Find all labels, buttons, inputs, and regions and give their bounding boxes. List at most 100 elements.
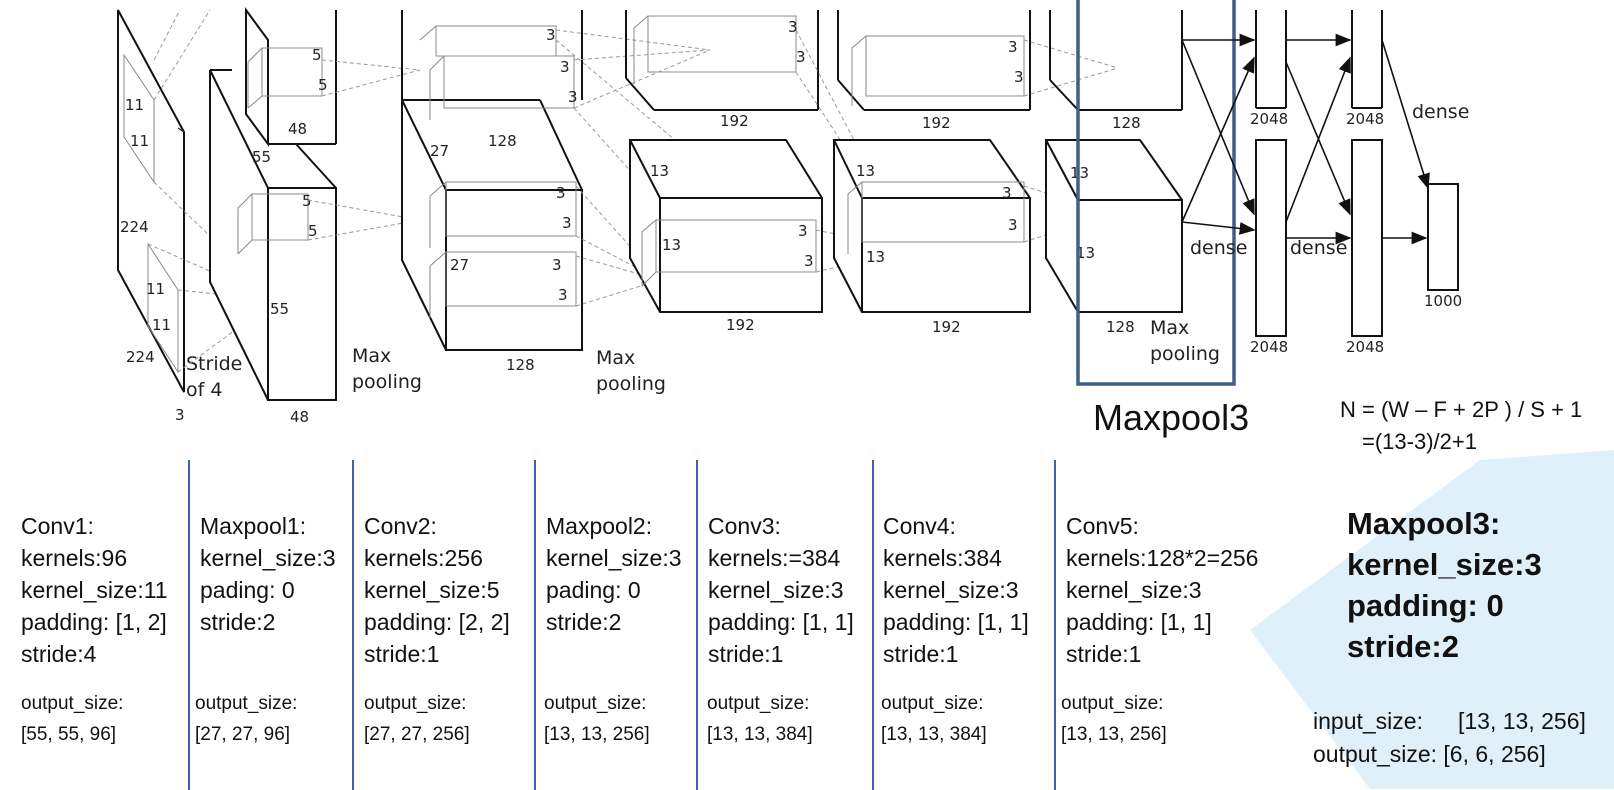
output-value: [13, 13, 384] bbox=[707, 724, 813, 745]
param-line: kernels:96 bbox=[21, 545, 128, 571]
pool3-label: pooling bbox=[1150, 343, 1220, 365]
pool1-label: Max bbox=[352, 345, 391, 367]
conv1-output: output_size: [55, 55, 96] bbox=[21, 688, 123, 750]
output-value: [13, 13, 384] bbox=[881, 724, 987, 745]
conv2-kernel-label: 3 bbox=[560, 58, 570, 76]
param-line: stride:1 bbox=[883, 641, 959, 667]
param-line: padding: [2, 2] bbox=[364, 609, 510, 635]
param-line: Maxpool1: bbox=[200, 513, 307, 539]
param-line: kernel_size:3 bbox=[1066, 577, 1202, 603]
input-kernel-label: 11 bbox=[146, 280, 165, 298]
param-line: padding: [1, 1] bbox=[1066, 609, 1212, 635]
input-kernel-label: 11 bbox=[152, 316, 171, 334]
param-line: kernel_size:3 bbox=[708, 577, 844, 603]
input-label: input_size: bbox=[1313, 708, 1423, 734]
output-value: [13, 13, 256] bbox=[1061, 724, 1167, 745]
output-label: output_size: bbox=[1061, 693, 1164, 714]
column-divider bbox=[352, 460, 354, 790]
output-label: output_size: bbox=[544, 693, 647, 714]
column-divider bbox=[188, 460, 190, 790]
output-label: output_size: bbox=[364, 693, 467, 714]
conv2-kernel-label: 3 bbox=[556, 184, 566, 202]
conv3-depth-label: 192 bbox=[720, 112, 749, 130]
conv2-height-label: 27 bbox=[430, 142, 449, 160]
param-line: kernel_size:3 bbox=[546, 545, 682, 571]
param-line: padding: [1, 1] bbox=[708, 609, 854, 635]
param-line: kernel_size:11 bbox=[21, 577, 168, 603]
conv1-kernel-label: 5 bbox=[308, 222, 318, 240]
param-line: Conv5: bbox=[1066, 513, 1139, 539]
conv4-kernel-label: 3 bbox=[1008, 38, 1018, 56]
maxpool3-title: Maxpool3 bbox=[1093, 397, 1250, 438]
param-line: padding: 0 bbox=[1347, 588, 1504, 623]
conv5-volume bbox=[1045, 10, 1183, 313]
maxpool1-params: Maxpool1: kernel_size:3 pading: 0 stride… bbox=[200, 510, 336, 638]
conv5-depth-label: 128 bbox=[1112, 114, 1141, 132]
column-divider bbox=[696, 460, 698, 790]
param-line: kernels:=384 bbox=[708, 545, 841, 571]
input-size-line: input_size: [13, 13, 256] bbox=[1313, 705, 1586, 738]
dense-label: dense bbox=[1412, 101, 1469, 123]
fc-size-label: 2048 bbox=[1250, 110, 1288, 128]
dense-label: dense bbox=[1290, 237, 1347, 259]
output-value: [13, 13, 256] bbox=[544, 724, 650, 745]
param-line: pading: 0 bbox=[200, 577, 295, 603]
param-line: Conv2: bbox=[364, 513, 437, 539]
conv1-width-label: 55 bbox=[270, 300, 289, 318]
maxpool3-highlight-box bbox=[1076, 0, 1236, 386]
conv5-params: Conv5: kernels:128*2=256 kernel_size:3 p… bbox=[1066, 510, 1258, 670]
maxpool3-params: Maxpool3: kernel_size:3 padding: 0 strid… bbox=[1347, 503, 1542, 667]
conv2-output: output_size: [27, 27, 256] bbox=[364, 688, 470, 750]
conv2-depth-label: 128 bbox=[488, 132, 517, 150]
conv1-depth-label: 48 bbox=[288, 120, 307, 138]
formula-line: =(13-3)/2+1 bbox=[1362, 429, 1477, 454]
param-line: padding: [1, 2] bbox=[21, 609, 167, 635]
conv3-output: output_size: [13, 13, 384] bbox=[707, 688, 813, 750]
conv2-kernel-label: 3 bbox=[558, 286, 568, 304]
input-kernel-label: 11 bbox=[130, 132, 149, 150]
fc-layers bbox=[1255, 10, 1459, 337]
param-line: kernels:256 bbox=[364, 545, 483, 571]
conv4-volume bbox=[833, 10, 1031, 313]
fc-output-label: 1000 bbox=[1424, 292, 1462, 310]
output-size-formula: N = (W – F + 2P ) / S + 1 =(13-3)/2+1 bbox=[1340, 394, 1582, 458]
param-line: kernel_size:5 bbox=[364, 577, 500, 603]
fc-arrows bbox=[1181, 33, 1430, 245]
conv5-output: output_size: [13, 13, 256] bbox=[1061, 688, 1167, 750]
formula-line: N = (W – F + 2P ) / S + 1 bbox=[1340, 397, 1583, 422]
conv1-kernel-label: 5 bbox=[312, 46, 322, 64]
output-value: [27, 27, 256] bbox=[364, 724, 470, 745]
input-value: [13, 13, 256] bbox=[1458, 708, 1586, 734]
conv1-kernel-label: 5 bbox=[302, 192, 312, 210]
projection-lines bbox=[1023, 39, 1119, 243]
conv2-params: Conv2: kernels:256 kernel_size:5 padding… bbox=[364, 510, 510, 670]
maxpool3-io: input_size: [13, 13, 256] output_size: [6… bbox=[1313, 705, 1586, 771]
maxpool3-highlight-panel bbox=[1250, 450, 1614, 789]
conv1-volume bbox=[209, 6, 337, 401]
param-line: padding: [1, 1] bbox=[883, 609, 1029, 635]
conv3-kernel-label: 3 bbox=[796, 48, 806, 66]
column-divider bbox=[872, 460, 874, 790]
param-line: kernels:128*2=256 bbox=[1066, 545, 1259, 571]
param-line: kernel_size:3 bbox=[200, 545, 336, 571]
stride-label: of 4 bbox=[186, 379, 222, 401]
input-height-label: 224 bbox=[120, 218, 149, 236]
conv2-height-label: 27 bbox=[450, 256, 469, 274]
param-line: stride:2 bbox=[1347, 629, 1459, 664]
param-line: kernel_size:3 bbox=[883, 577, 1019, 603]
conv5-depth-label: 128 bbox=[1106, 318, 1135, 336]
output-size-line: output_size: [6, 6, 256] bbox=[1313, 738, 1586, 771]
conv4-height-label: 13 bbox=[866, 248, 885, 266]
conv3-kernel-label: 3 bbox=[804, 252, 814, 270]
output-label: output_size: bbox=[21, 693, 124, 714]
conv4-kernel-label: 3 bbox=[1002, 184, 1012, 202]
param-line: stride:2 bbox=[546, 609, 622, 635]
param-line: Conv1: bbox=[21, 513, 94, 539]
pool1-label: pooling bbox=[352, 371, 422, 393]
conv1-height-label: 55 bbox=[252, 148, 271, 166]
stride-label: Stride bbox=[186, 353, 242, 375]
conv2-kernel-label: 3 bbox=[568, 88, 578, 106]
conv4-depth-label: 192 bbox=[932, 318, 961, 336]
conv3-kernel-label: 3 bbox=[798, 222, 808, 240]
pool3-label: Max bbox=[1150, 317, 1189, 339]
